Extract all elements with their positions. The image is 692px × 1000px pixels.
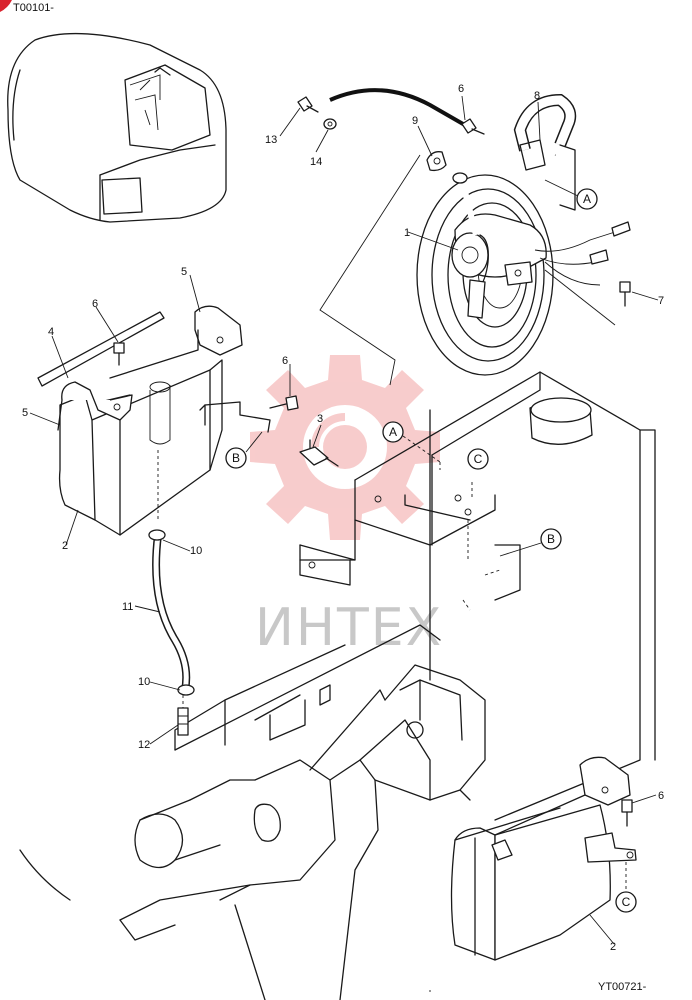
fitting-12 (177, 695, 189, 736)
main-frame (19, 371, 656, 1000)
clamp-9 (426, 151, 447, 172)
part-label-5-upper: 5 (181, 266, 187, 278)
ref-mark-a-frame: A (382, 421, 441, 463)
sensor-3 (299, 439, 339, 467)
leader-lines (29, 95, 659, 945)
part-label-12: 12 (138, 739, 150, 751)
pipe-8 (513, 93, 577, 211)
ref-line-7 (544, 269, 616, 326)
part-label-8: 8 (534, 90, 540, 102)
header-code: T00101- (13, 2, 54, 14)
ref-mark-b-frame: B (499, 528, 562, 557)
part-label-5-lower: 5 (22, 407, 28, 419)
part-label-4: 4 (48, 326, 54, 338)
ref-mark-c-frame-text: C (474, 452, 483, 466)
ref-mark-c-frame: C (467, 448, 489, 470)
ref-mark-b-frame-text: B (547, 532, 555, 546)
black-hose (329, 88, 471, 130)
part-label-2-right: 2 (610, 941, 616, 953)
part-label-10-top: 10 (190, 545, 202, 557)
clamp-10-top (148, 529, 166, 541)
hose-reel (416, 144, 631, 376)
part-label-14: 14 (310, 156, 322, 168)
drain-hose-11 (152, 534, 191, 691)
tank-2-left (37, 305, 271, 536)
part-label-9: 9 (412, 115, 418, 127)
ref-mark-c-tank: C (615, 891, 637, 913)
part-label-6-lower: 6 (658, 790, 664, 802)
part-label-1: 1 (404, 227, 410, 239)
bolt-13 (297, 96, 319, 113)
part-label-3: 3 (317, 413, 323, 425)
bolt-6-top (461, 118, 485, 135)
ref-mark-a-reel: A (544, 179, 598, 210)
ref-mark-a-reel-text: A (583, 192, 591, 206)
footer-code: YT00721- (598, 981, 647, 993)
washer-14 (323, 118, 337, 130)
part-label-10-bottom: 10 (138, 676, 150, 688)
bolt-6-lower (621, 799, 633, 827)
part-label-11: 11 (122, 601, 133, 613)
part-label-7: 7 (658, 295, 664, 307)
part-label-2-left: 2 (62, 540, 68, 552)
ref-line-9 (319, 154, 421, 386)
bolt-6-strap (113, 342, 125, 366)
ref-mark-b-tank-text: B (232, 451, 240, 465)
watermark-text: ИНТЕХ (255, 598, 443, 658)
ref-mark-c-tank-text: C (622, 895, 631, 909)
tank-2-right (450, 756, 637, 961)
part-label-6-mid: 6 (282, 355, 288, 367)
corner-mark (0, 0, 12, 12)
bolt-7 (619, 281, 631, 307)
ref-mark-b-tank: B (225, 431, 263, 469)
bolt-6-mid (269, 395, 299, 411)
part-label-13: 13 (265, 134, 277, 146)
part-label-6-top: 6 (458, 83, 464, 95)
clamp-10-bottom (177, 684, 195, 696)
machine-cab-illustration (7, 32, 227, 223)
part-label-6-strap: 6 (92, 298, 98, 310)
ref-mark-a-frame-text: A (389, 425, 397, 439)
